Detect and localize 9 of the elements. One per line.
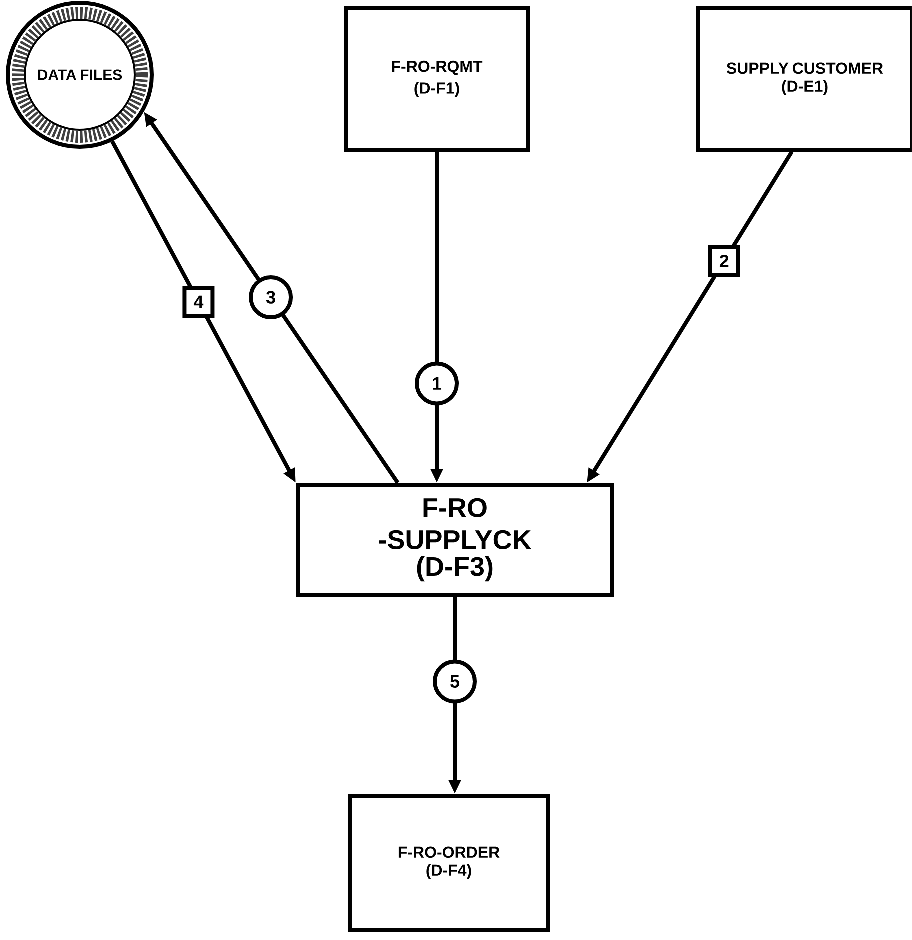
edge-label: 4 — [182, 286, 215, 318]
edge-label: 1 — [415, 362, 459, 406]
edge-label: 2 — [708, 245, 740, 278]
process-box: F-RO-ORDER (D-F4) — [348, 794, 550, 932]
edge-label: 3 — [249, 276, 294, 320]
process-box: F-RO -SUPPLYCK (D-F3) — [296, 483, 614, 597]
process-box: SUPPLY CUSTOMER (D-E1) — [696, 6, 912, 152]
edge-label: 5 — [433, 660, 477, 704]
process-box: F-RO-RQMT (D-F1) — [344, 6, 530, 152]
